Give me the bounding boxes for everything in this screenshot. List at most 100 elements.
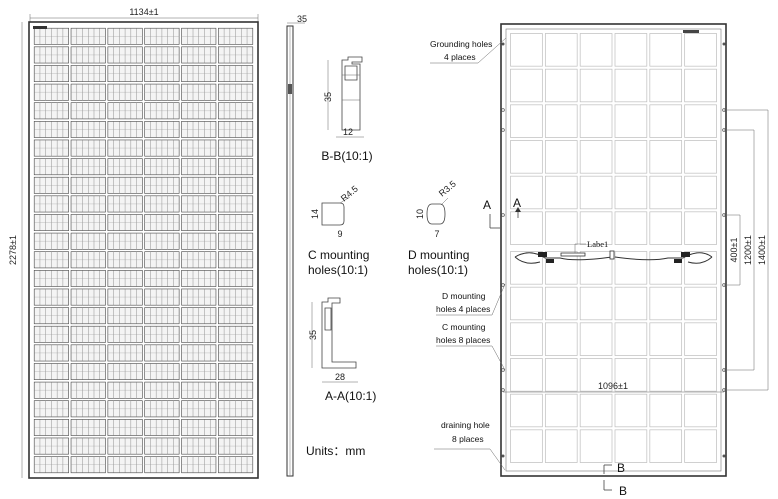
c-mount-hole [501, 368, 505, 372]
rear-cell-outline [510, 393, 543, 428]
rear-cell-outline [684, 68, 717, 103]
solar-cell [107, 270, 143, 287]
solar-cell [33, 437, 69, 455]
bb-height-dim: 35 [323, 92, 333, 102]
solar-cell [70, 270, 106, 287]
solar-cell [107, 102, 143, 120]
solar-cell [218, 344, 254, 362]
solar-cell [70, 139, 106, 157]
rear-cell-outline [544, 286, 578, 321]
solar-cell [107, 214, 143, 231]
dim-1400-bracket [724, 109, 769, 391]
rear-cell-outline [649, 322, 683, 356]
rear-cell-outline [579, 68, 613, 103]
rear-cell-outline [614, 140, 648, 174]
solar-cell [181, 363, 217, 380]
c-hole-width: 9 [337, 229, 342, 239]
units-note: Units：mm [306, 444, 365, 458]
d-hole-radius-leader [440, 197, 449, 206]
rear-cell-outline [649, 251, 683, 285]
solar-cell [218, 214, 254, 231]
rear-cell-outline [649, 104, 683, 138]
bb-profile [341, 56, 363, 131]
cable-left [514, 252, 613, 261]
rear-cell-outline [544, 429, 578, 463]
c-hole-height: 14 [310, 209, 320, 219]
rear-cell-outline [544, 33, 578, 67]
solar-cell [218, 158, 254, 176]
solar-cell [181, 195, 217, 213]
solar-cell [144, 27, 180, 45]
rear-cell-outline [510, 104, 543, 138]
solar-cell [181, 214, 217, 231]
grounding-callout-leader [477, 37, 507, 64]
solar-cell [181, 121, 217, 138]
rear-cell-outline [684, 286, 717, 321]
rear-cell-outline [684, 175, 717, 210]
solar-cell [181, 139, 217, 157]
rear-cell-outline [544, 358, 578, 392]
rear-cell-outline [684, 429, 717, 463]
d-mount-callout-line1: D mounting [442, 291, 486, 301]
rear-cell-outline [614, 322, 648, 356]
solar-cell [70, 288, 106, 306]
solar-cell [218, 400, 254, 418]
solar-cell [70, 102, 106, 120]
solar-cell [33, 46, 69, 64]
solar-cell [218, 251, 254, 269]
rear-cell-outline [579, 358, 613, 392]
rear-inner-frame [505, 28, 722, 472]
solar-cell [107, 232, 143, 250]
solar-cell [144, 158, 180, 176]
rear-cell-outline [684, 322, 717, 356]
aa-profile-cavity [324, 307, 332, 331]
solar-cell [33, 344, 69, 362]
solar-cell [218, 456, 254, 474]
d-mounting-hole: R3.5 10 7 D mounting holes(10:1) [408, 179, 469, 277]
solar-cell [33, 251, 69, 269]
rear-cell-outline [510, 33, 543, 67]
solar-cell [70, 158, 106, 176]
d-mount-hole [501, 213, 505, 217]
solar-cell [33, 27, 69, 45]
front-view: 1134±1 2278±1 [8, 7, 259, 479]
junction-box-left [538, 252, 547, 257]
aa-height-dim: 35 [308, 330, 318, 340]
c-mount-callout-line2: holes 8 places [436, 335, 490, 345]
rear-cell-outline [684, 251, 717, 285]
rear-cell-outline [544, 211, 578, 245]
c-hole-title-line2: holes(10:1) [308, 263, 368, 277]
solar-cell [181, 83, 217, 101]
rear-cell-outline [579, 211, 613, 245]
drain-callout-line2: 8 places [452, 434, 484, 444]
rear-cell-outline [614, 211, 648, 245]
dim-1096-text: 1096±1 [598, 381, 628, 391]
d-hole-shape [426, 203, 446, 225]
solar-cell [70, 363, 106, 380]
front-nameplate-mark [33, 26, 47, 29]
grounding-hole [501, 454, 505, 458]
solar-cell [33, 102, 69, 120]
solar-cell [33, 456, 69, 474]
c-mount-callout-leader [491, 345, 506, 371]
solar-cell [181, 102, 217, 120]
rear-frame [500, 23, 727, 477]
drain-callout-line1: draining hole [441, 420, 490, 430]
connector-left [546, 259, 554, 263]
solar-cell [33, 307, 69, 325]
rear-cell-outline [544, 140, 578, 174]
grounding-callout-line1: Grounding holes [430, 39, 492, 49]
solar-cell [70, 251, 106, 269]
solar-cell [107, 288, 143, 306]
rear-cell-outline [684, 393, 717, 428]
solar-cell [144, 419, 180, 436]
center-clip [609, 250, 615, 260]
rear-cell-outline [510, 358, 543, 392]
solar-cell [70, 27, 106, 45]
rear-cell-outline [649, 211, 683, 245]
solar-cell [144, 139, 180, 157]
solar-cell [144, 270, 180, 287]
grounding-hole [501, 42, 505, 46]
rear-cell-outline [579, 140, 613, 174]
